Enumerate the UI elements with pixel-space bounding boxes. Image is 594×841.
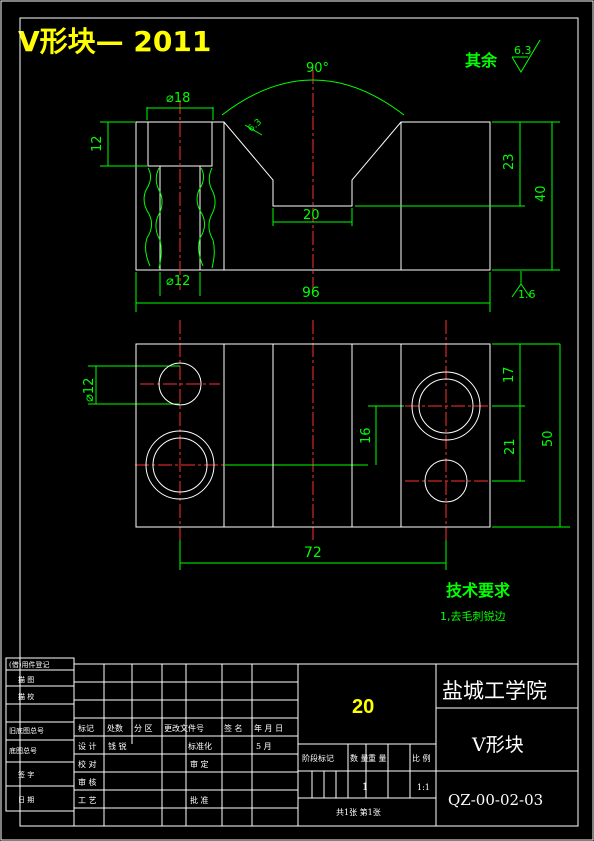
roughness-symbol-icon <box>511 39 541 73</box>
dim-w20: 20 <box>303 208 320 223</box>
approve-label: 批 准 <box>190 795 209 805</box>
part-name: V形块 <box>471 734 524 756</box>
dim-roughness-v: 6.3 <box>247 117 264 134</box>
surface-note-value: 6.3 <box>514 44 532 57</box>
sheet-count: 共1张 第1张 <box>336 807 381 817</box>
review-label: 审 定 <box>190 759 209 769</box>
dim-h12: 12 <box>90 135 105 152</box>
dim-h16: 16 <box>359 427 374 444</box>
row-label-1: 处数 <box>107 723 123 733</box>
weight-header: 重 量 <box>368 753 387 763</box>
dim-d12-top: ⌀12 <box>166 274 190 289</box>
left-label-4: 底图总号 <box>9 746 37 755</box>
left-label-5: 签 字 <box>18 770 34 779</box>
scale-value: 1:1 <box>417 783 430 792</box>
dim-h21: 21 <box>503 438 518 455</box>
dim-roughness-1-6: 1.6 <box>518 288 536 301</box>
left-label-2: 描 校 <box>18 692 34 701</box>
drawing-number: QZ-00-02-03 <box>448 791 543 809</box>
design-label: 设 计 <box>78 741 97 751</box>
dim-w72: 72 <box>304 545 322 561</box>
dim-h50: 50 <box>541 430 556 447</box>
dim-h17: 17 <box>502 366 517 383</box>
standard-label: 标准化 <box>188 741 212 751</box>
surface-note-label: 其余 <box>465 51 498 70</box>
left-label-0: (借)用件登记 <box>9 660 49 669</box>
dim-h40: 40 <box>534 185 549 202</box>
school-name: 盐城工学院 <box>442 679 547 703</box>
centerlines <box>135 70 490 540</box>
tech-item-1: 1,去毛刺锐边 <box>440 609 506 623</box>
dim-angle: 90° <box>306 61 329 76</box>
dim-d12-side: ⌀12 <box>82 378 97 402</box>
dimension-lines <box>88 79 570 570</box>
front-view <box>135 121 491 271</box>
audit-label: 审 核 <box>78 777 97 787</box>
quantity: 1 <box>362 782 368 793</box>
month-value: 5 月 <box>256 742 272 751</box>
drawing-title: V形块— 2011 <box>18 25 212 58</box>
dim-h23: 23 <box>502 153 517 170</box>
process-label: 工 艺 <box>78 796 97 805</box>
top-view <box>135 343 491 528</box>
row-label-2: 分 区 <box>134 724 153 733</box>
material-code: 20 <box>352 696 374 718</box>
section-hatch <box>143 167 216 269</box>
row-label-0: 标记 <box>78 723 94 733</box>
quantity-header: 数 量 <box>350 753 369 763</box>
check-label: 校 对 <box>78 759 97 769</box>
left-label-1: 描 图 <box>18 675 34 684</box>
row-label-4: 签 名 <box>224 723 243 733</box>
scale-header: 比 例 <box>412 753 431 763</box>
row-label-5: 年 月 日 <box>254 723 283 733</box>
row-label-3: 更改文件号 <box>164 723 204 733</box>
dim-w96: 96 <box>302 285 320 301</box>
stage-header: 阶段标记 <box>302 753 334 763</box>
title-block-grid <box>5 657 579 827</box>
dim-d18: ⌀18 <box>166 91 190 106</box>
left-label-3: 旧底图总号 <box>9 726 44 735</box>
tech-heading: 技术要求 <box>446 581 511 600</box>
designer-name: 钱 锐 <box>108 741 127 751</box>
left-label-6: 日 期 <box>18 796 34 804</box>
